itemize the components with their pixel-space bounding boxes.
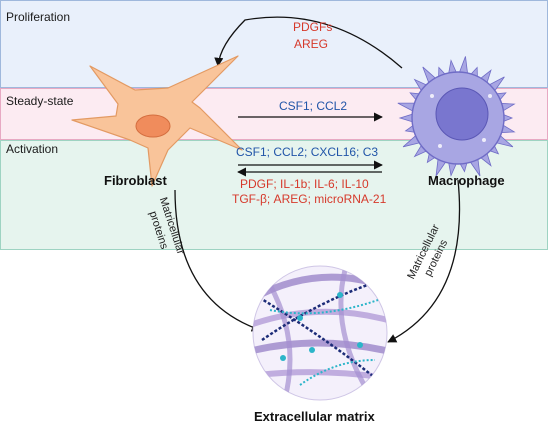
- pdgfs-label: PDGFs: [293, 20, 333, 34]
- steady-signal-label: CSF1; CCL2: [279, 99, 348, 113]
- proliferation-arrow: [214, 16, 403, 69]
- fibroblast-label: Fibroblast: [104, 173, 167, 188]
- activation-label: Activation: [6, 142, 59, 156]
- extracellular-matrix-label: Extracellular matrix: [254, 409, 375, 424]
- activation-signal-to-macrophage: CSF1; CCL2; CXCL16; C3: [236, 145, 379, 159]
- proliferation-label: Proliferation: [6, 10, 71, 24]
- macrophage-label: Macrophage: [428, 173, 505, 188]
- steady-state-label: Steady-state: [6, 94, 74, 108]
- macrophage-to-matrix-arrow: [387, 179, 461, 343]
- fibroblast-to-matrix-arrow: [174, 189, 261, 332]
- activation-signal-to-fibroblast-1: PDGF; IL-1b; IL-6; IL-10: [240, 177, 369, 191]
- areg-label: AREG: [294, 37, 329, 51]
- activation-signal-to-fibroblast-2: TGF-β; AREG; microRNA-21: [232, 192, 387, 206]
